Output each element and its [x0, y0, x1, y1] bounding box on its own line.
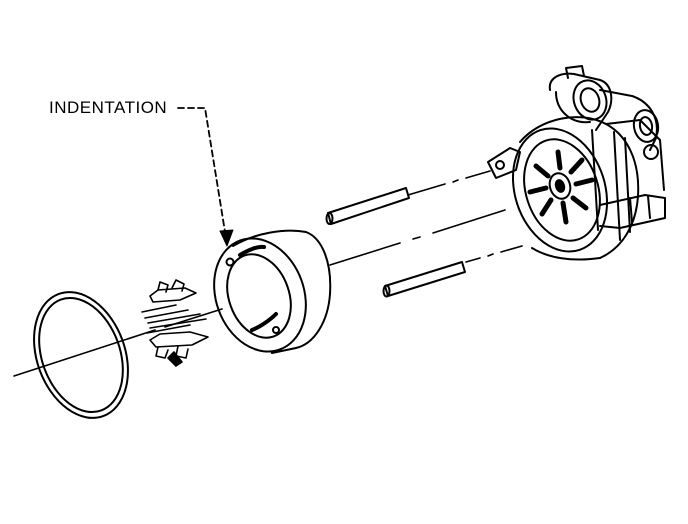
indentation-arrowhead — [219, 229, 234, 247]
upper-dowel-pin — [325, 187, 410, 225]
lower-pin-axis-line — [465, 245, 523, 263]
lower-dowel-pin — [382, 261, 466, 298]
indentation-mark — [225, 257, 235, 267]
indentation-callout-label: INDENTATION — [49, 98, 168, 117]
upper-pin-axis-line — [407, 170, 491, 196]
pump-ring — [213, 229, 332, 354]
indentation-leader-line — [177, 107, 227, 239]
pump-housing — [487, 116, 666, 261]
o-ring-seal — [33, 291, 129, 419]
pump-vanes — [141, 279, 209, 367]
outlet-fitting — [548, 65, 660, 160]
